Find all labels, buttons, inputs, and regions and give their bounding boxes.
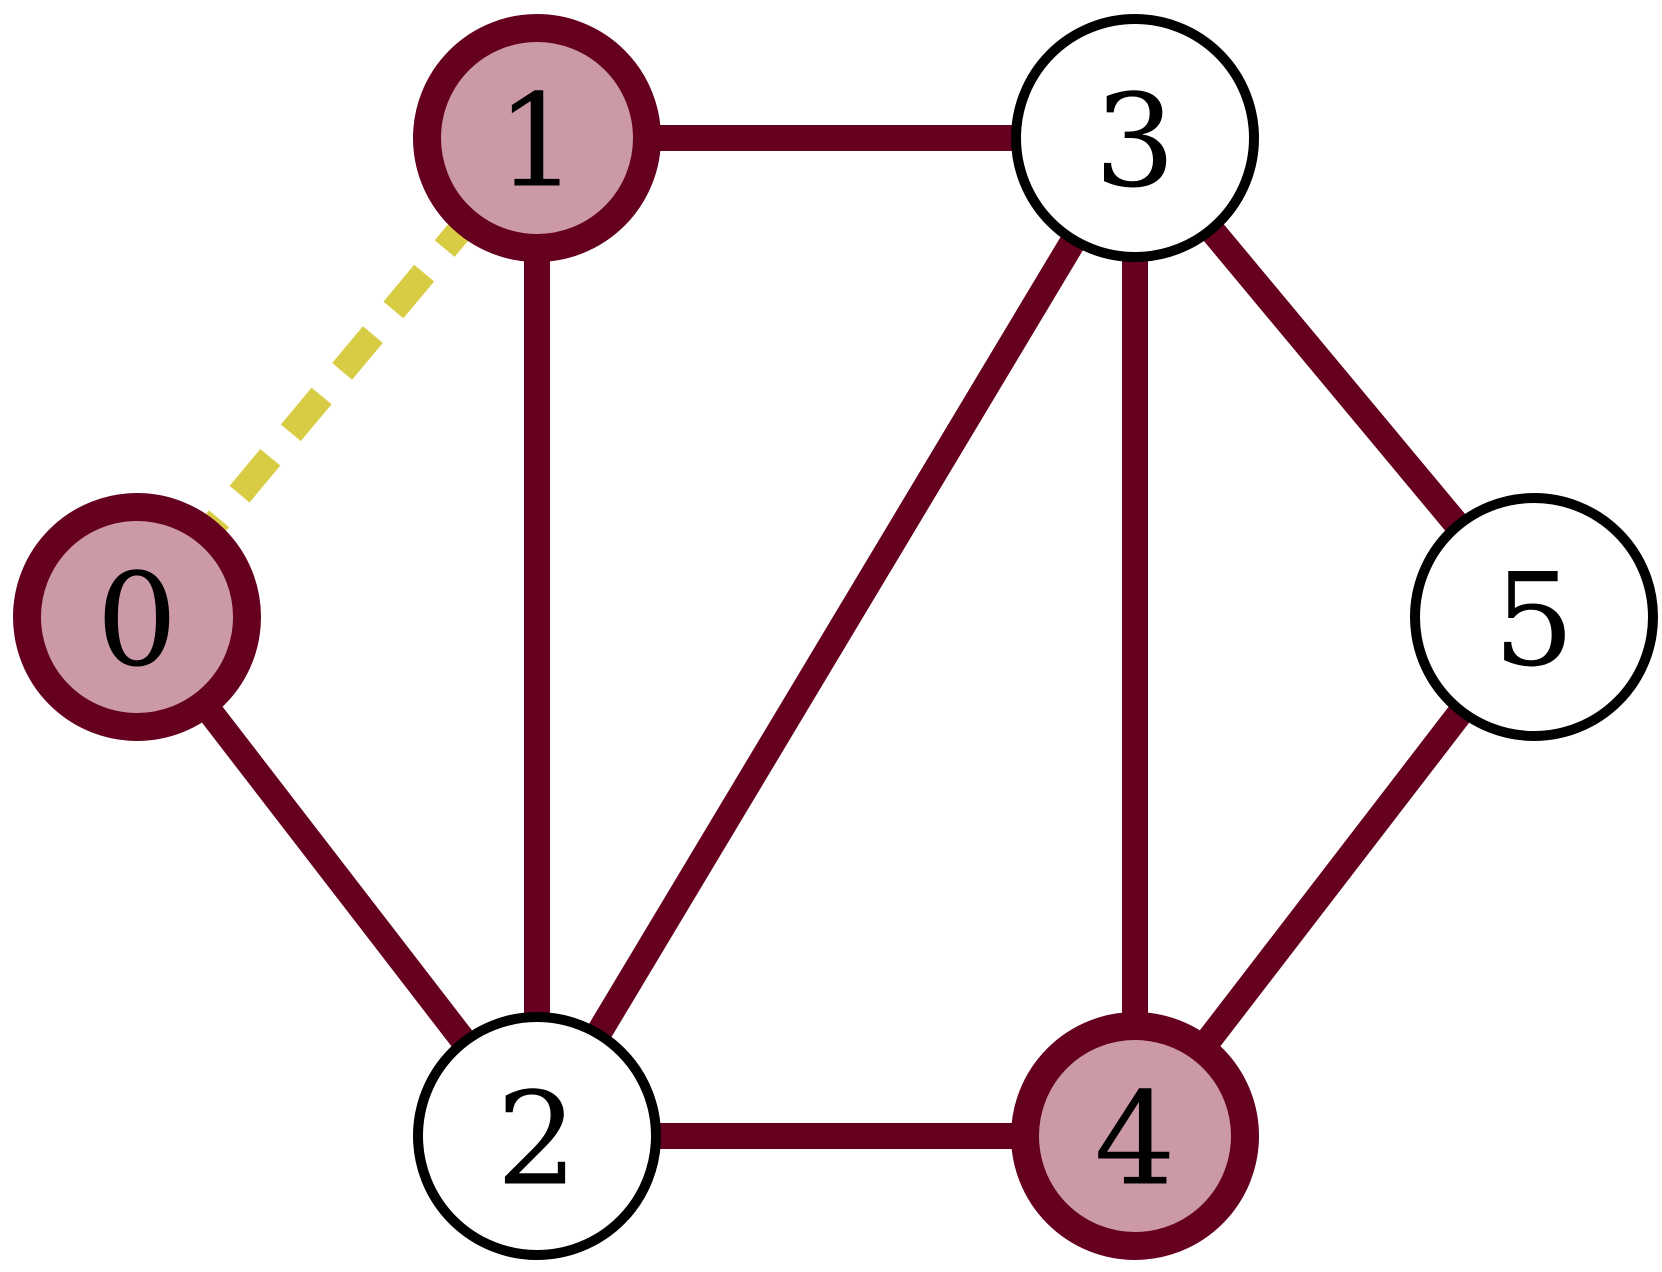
node-label: 4 [1094,1066,1175,1215]
node-layer: 0 1 2 3 4 5 [13,14,1658,1260]
node-3: 3 [1011,14,1259,262]
node-1: 1 [413,14,661,262]
node-label: 1 [496,68,577,217]
node-circle [1011,1012,1259,1260]
node-circle [1011,14,1259,262]
node-label: 0 [96,547,177,696]
node-2: 2 [413,1012,661,1260]
node-5: 5 [1410,493,1658,741]
node-circle [413,14,661,262]
node-label: 3 [1094,68,1175,217]
node-0: 0 [13,493,261,741]
edge-layer [126,125,1545,1149]
edge-2-3 [525,131,1147,1143]
node-circle [413,1012,661,1260]
node-circle [13,493,261,741]
node-label: 2 [496,1066,577,1215]
node-4: 4 [1011,1012,1259,1260]
node-label: 5 [1493,547,1574,696]
node-circle [1410,493,1658,741]
